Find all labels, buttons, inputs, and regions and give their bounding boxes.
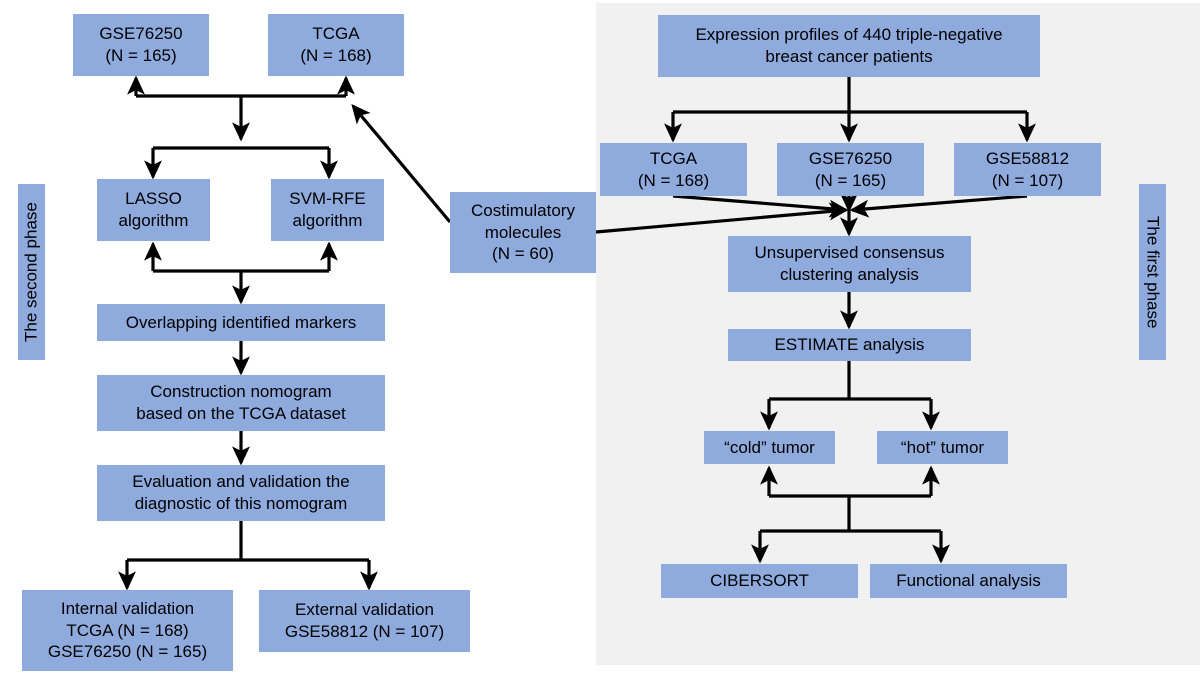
node-hot-tumor[interactable]: “hot” tumor xyxy=(877,431,1008,464)
node-costimulatory-molecules[interactable]: Costimulatory molecules (N = 60) xyxy=(450,192,596,273)
node-functional-analysis[interactable]: Functional analysis xyxy=(870,564,1067,598)
node-tcga-left[interactable]: TCGA (N = 168) xyxy=(268,14,404,76)
node-consensus-clustering[interactable]: Unsupervised consensus clustering analys… xyxy=(728,236,971,292)
node-gse76250-left[interactable]: GSE76250 (N = 165) xyxy=(73,14,209,76)
node-evaluation-validation[interactable]: Evaluation and validation the diagnostic… xyxy=(97,465,385,521)
node-cibersort[interactable]: CIBERSORT xyxy=(661,564,858,598)
node-cold-tumor[interactable]: “cold” tumor xyxy=(704,431,835,464)
node-construction-nomogram[interactable]: Construction nomogram based on the TCGA … xyxy=(97,375,385,431)
phase-label-first: The first phase xyxy=(1139,184,1166,360)
node-lasso-algorithm[interactable]: LASSO algorithm xyxy=(97,179,210,241)
node-overlapping-markers[interactable]: Overlapping identified markers xyxy=(97,304,385,341)
node-estimate-analysis[interactable]: ESTIMATE analysis xyxy=(728,329,971,361)
node-svm-rfe-algorithm[interactable]: SVM-RFE algorithm xyxy=(271,179,384,241)
phase-label-second: The second phase xyxy=(18,184,45,360)
node-tcga-right[interactable]: TCGA (N = 168) xyxy=(600,143,747,196)
node-expression-profiles[interactable]: Expression profiles of 440 triple-negati… xyxy=(658,15,1040,77)
node-internal-validation[interactable]: Internal validation TCGA (N = 168) GSE76… xyxy=(22,590,233,671)
node-gse76250-right[interactable]: GSE76250 (N = 165) xyxy=(777,143,924,196)
node-gse58812-right[interactable]: GSE58812 (N = 107) xyxy=(954,143,1101,196)
node-external-validation[interactable]: External validation GSE58812 (N = 107) xyxy=(259,590,470,652)
